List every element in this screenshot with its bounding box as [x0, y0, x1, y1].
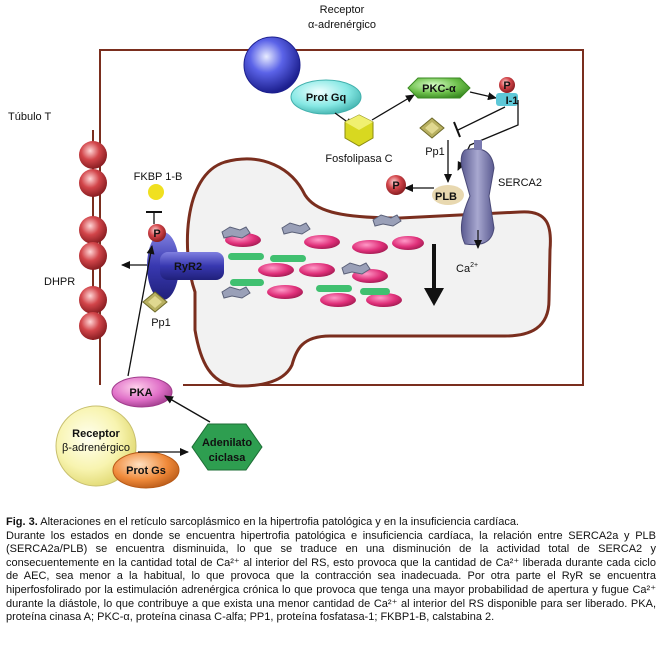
pka-to-ryr-arrow — [127, 245, 155, 377]
dhpr-label: DHPR — [44, 276, 75, 288]
plb-icon — [432, 185, 464, 205]
pp1-bottom-label: Pp1 — [151, 317, 171, 329]
adenilato-ciclasa-icon — [191, 423, 263, 471]
receptor-beta-label-1: Receptor — [72, 428, 120, 440]
ac-to-pka-arrow — [164, 395, 211, 423]
calcium-decrease-arrowhead — [424, 288, 444, 306]
phosphate-ryr-icon — [148, 224, 166, 242]
fosfolipasa-c-label: Fosfolipasa C — [325, 153, 392, 165]
diagram: Receptor α-adrenérgico Prot Gq Fosfolipa… — [8, 4, 584, 489]
pkc-alpha-icon — [407, 77, 471, 99]
i1-inhibit-bar — [453, 121, 461, 138]
pkc-to-i1-arrow — [469, 91, 497, 101]
fosfolipasa-c-icon-highlight — [345, 115, 373, 130]
green-bars-group — [228, 253, 390, 295]
serca2-label: SERCA2 — [498, 177, 542, 189]
phosphate-ryr-label: P — [153, 228, 160, 240]
plb-label: PLB — [435, 191, 457, 203]
pka-label: PKA — [129, 387, 152, 399]
prot-gs-label: Prot Gs — [126, 465, 166, 477]
receptor-alpha-icon — [243, 36, 301, 94]
calsequestrin-group — [225, 233, 424, 307]
pp1-top-icon-inner — [425, 122, 439, 134]
gray-blobs-group — [221, 214, 402, 299]
adenilato-label-2: ciclasa — [209, 452, 247, 464]
plc-to-pkc-arrow — [371, 94, 415, 121]
calcium-label: Ca2+ — [456, 262, 478, 275]
caption-fig-number: Fig. 3. — [6, 516, 38, 528]
pka-icon — [111, 376, 173, 408]
ryr2-label: RyR2 — [174, 261, 202, 273]
dhpr-channels — [79, 130, 107, 340]
prot-gq-label: Prot Gq — [306, 92, 346, 104]
phosphate-i1-label: P — [503, 80, 510, 92]
ryr2-channel — [147, 232, 224, 300]
pp1-top-label: Pp1 — [425, 146, 445, 158]
i1-icon — [496, 93, 518, 106]
figure-caption: Fig. 3. Alteraciones en el retículo sarc… — [6, 516, 656, 658]
adenilato-label-1: Adenilato — [202, 437, 252, 449]
pkc-alpha-label: PKC-α — [422, 83, 456, 95]
prot-gq-icon — [290, 79, 362, 115]
receptor-alpha-label-1: Receptor — [320, 4, 365, 16]
phosphate-plb-label: P — [392, 180, 399, 192]
caption-title: Alteraciones en el retículo sarcoplásmic… — [37, 516, 519, 528]
phosphate-plb-icon — [386, 175, 406, 195]
pp1-bottom-icon-inner — [148, 296, 162, 308]
fkbp-label: FKBP 1-B — [134, 171, 183, 183]
i1-to-pp1-line — [457, 106, 506, 131]
phosphate-i1-icon — [499, 77, 515, 93]
tubulo-t-label: Túbulo T — [8, 111, 51, 123]
i1-label: I-1 — [506, 95, 519, 107]
fkbp-icon — [148, 184, 164, 200]
serca2-pump — [460, 140, 495, 246]
receptor-beta-label-2: β-adrenérgico — [62, 442, 130, 454]
receptor-alpha-label-2: α-adrenérgico — [308, 19, 376, 31]
caption-body: Durante los estados en donde se encuentr… — [6, 529, 656, 624]
